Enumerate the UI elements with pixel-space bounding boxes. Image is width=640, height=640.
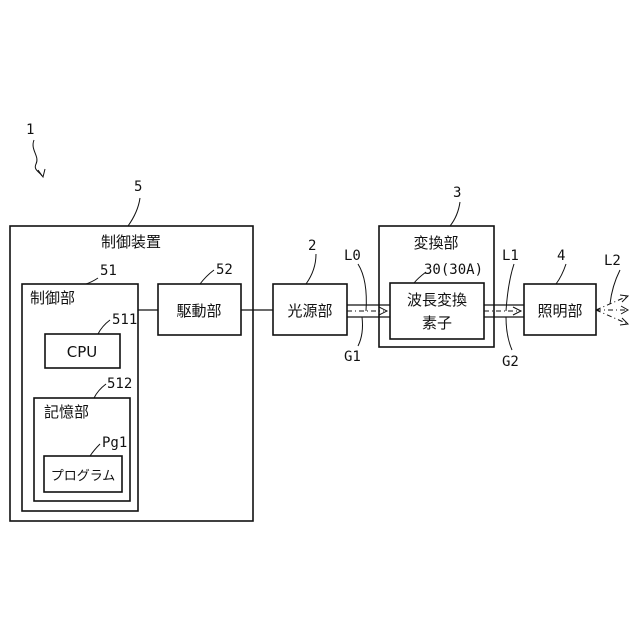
signal-l0-label: L0 [344, 248, 361, 264]
light-source-label: 光源部 [287, 302, 332, 320]
signal-g2-leader [506, 317, 512, 350]
control-unit-ref: 51 [100, 263, 117, 279]
signal-l2-leader [610, 270, 620, 304]
cpu-leader [98, 320, 110, 334]
drive-unit-ref: 52 [216, 262, 233, 278]
wavelength-element-ref: 30(30A) [424, 262, 483, 278]
control-device-label: 制御装置 [101, 233, 161, 251]
light-source-ref: 2 [308, 238, 316, 254]
drive-unit-label: 駆動部 [176, 302, 221, 320]
program-leader [90, 444, 100, 456]
control-device-ref: 5 [134, 179, 142, 195]
illumination-label: 照明部 [537, 302, 582, 320]
light-path-l2-upper [596, 296, 628, 310]
signal-l2-label: L2 [604, 253, 621, 269]
signal-l1-leader [506, 264, 514, 311]
illumination-ref: 4 [557, 248, 565, 264]
light-path-l2-lower [596, 310, 628, 324]
program-label: プログラム [51, 469, 116, 484]
illumination-leader [556, 264, 566, 284]
light-source-leader [306, 254, 316, 284]
program-ref: Pg1 [102, 435, 127, 451]
figure-ref-squiggle [33, 140, 42, 176]
drive-unit-leader [200, 270, 214, 284]
conversion-unit-leader [450, 202, 460, 226]
signal-g1-leader [358, 317, 363, 346]
signal-l0-leader [358, 264, 366, 311]
wavelength-element-label-1: 波長変換 [407, 291, 467, 309]
conversion-unit-label: 変換部 [413, 234, 458, 252]
memory-leader [94, 384, 106, 398]
conversion-unit-ref: 3 [453, 185, 461, 201]
signal-g1-label: G1 [344, 349, 361, 365]
control-unit-leader [86, 278, 98, 284]
control-device-leader [128, 198, 140, 226]
cpu-ref: 511 [112, 312, 137, 328]
cpu-label: CPU [67, 343, 98, 361]
figure-ref-1: 1 [26, 122, 34, 138]
control-unit-label: 制御部 [30, 289, 75, 307]
signal-g2-label: G2 [502, 354, 519, 370]
wavelength-element-label-2: 素子 [422, 314, 452, 332]
memory-ref: 512 [107, 376, 132, 392]
signal-l1-label: L1 [502, 248, 519, 264]
memory-label: 記憶部 [44, 403, 89, 421]
